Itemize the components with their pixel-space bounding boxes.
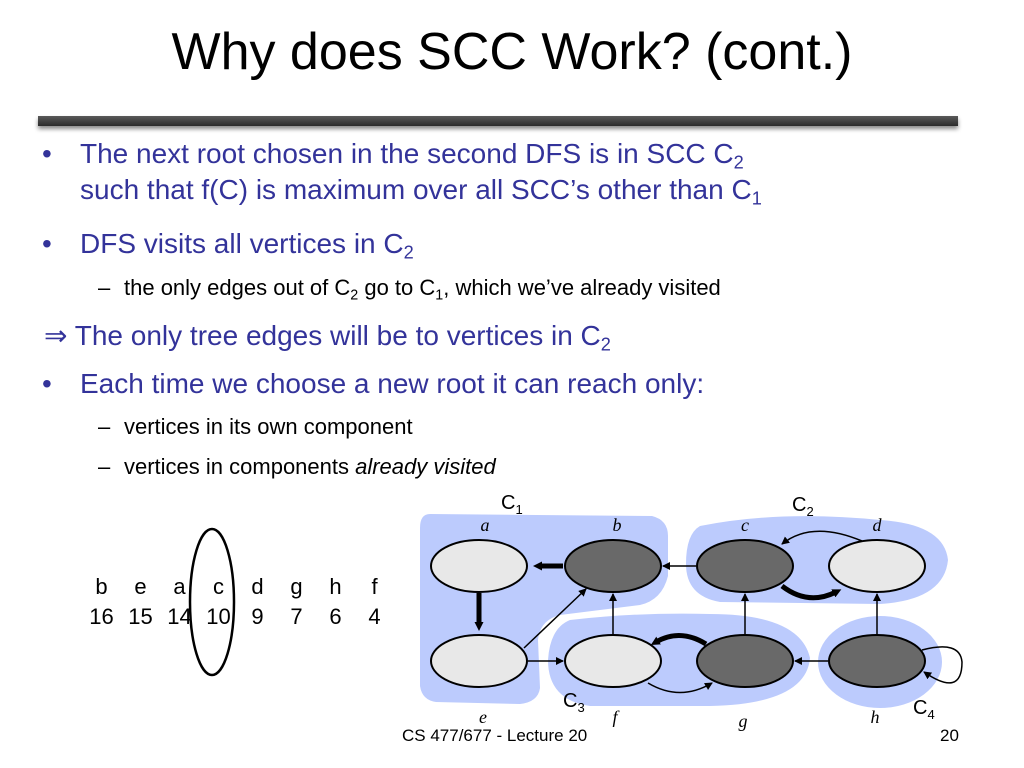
vertex-f xyxy=(564,634,662,688)
sub-bullet-3: – vertices in components already visited xyxy=(98,453,496,481)
sub-bullet-1-text-c: , which we’ve already visited xyxy=(443,275,721,300)
subscript: 4 xyxy=(927,707,934,722)
sub-bullet-3-text: vertices in components xyxy=(124,454,356,479)
subscript: 1 xyxy=(751,188,762,209)
subscript: 3 xyxy=(577,700,584,715)
sub-bullet-1-text-b: go to C xyxy=(358,275,436,300)
table-cell: 6 xyxy=(329,604,342,629)
bullet-2-text: DFS visits all vertices in C xyxy=(80,228,404,259)
vertex-g xyxy=(696,634,794,688)
component-label-c1: C1 xyxy=(501,492,523,517)
sub-bullet-1-text-a: the only edges out of C xyxy=(124,275,351,300)
bullet-dash: – xyxy=(98,414,111,439)
self-loop-h xyxy=(921,646,963,684)
finish-order-numbers-row: 16 15 14 10 9 7 6 4 xyxy=(82,602,394,632)
table-cell: f xyxy=(371,574,378,599)
finish-order-letters-row: b e a c d g h f xyxy=(82,572,394,602)
footer-course-label: CS 477/677 - Lecture 20 xyxy=(402,726,588,745)
vertex-label-h: h xyxy=(871,707,880,727)
edge-d-c xyxy=(781,530,863,545)
table-cell: a xyxy=(173,574,186,599)
table-cell: d xyxy=(251,574,264,599)
component-label-c3: C3 xyxy=(563,690,585,715)
bullet-1: • The next root chosen in the second DFS… xyxy=(42,136,762,208)
bullet-1-text-a: The next root chosen in the second DFS i… xyxy=(80,138,734,169)
table-cell: e xyxy=(134,574,147,599)
label-text: C xyxy=(913,697,927,719)
bullet-dot: • xyxy=(42,368,52,399)
table-cell: 14 xyxy=(167,604,192,629)
vertex-label-b: b xyxy=(613,515,622,535)
edge-f-g xyxy=(647,682,713,694)
tree-edge-c-d xyxy=(780,583,842,601)
vertex-a xyxy=(430,539,528,593)
vertex-c xyxy=(696,539,794,593)
bullet-4-text: Each time we choose a new root it can re… xyxy=(80,368,705,399)
sub-bullet-1: – the only edges out of C2 go to C1, whi… xyxy=(98,274,721,304)
vertex-label-d: d xyxy=(873,515,883,535)
finish-time-table: b e a c d g h f 16 15 14 10 9 7 6 4 xyxy=(82,572,394,632)
bullet-1-line-2: such that f(C) is maximum over all SCC’s… xyxy=(80,172,762,208)
bullet-dash: – xyxy=(98,275,111,300)
vertex-b xyxy=(564,539,662,593)
slide-title: Why does SCC Work? (cont.) xyxy=(171,23,853,81)
component-label-c4: C4 xyxy=(913,697,935,722)
label-text: C xyxy=(563,690,577,712)
subscript: 1 xyxy=(435,287,444,304)
label-text: C xyxy=(792,494,806,516)
subscript: 1 xyxy=(515,502,522,517)
table-cell: g xyxy=(290,574,303,599)
bullet-3: ⇒ The only tree edges will be to vertice… xyxy=(44,318,611,354)
component-label-c2: C2 xyxy=(792,494,814,519)
page-number: 20 xyxy=(940,726,959,745)
vertex-label-c: c xyxy=(741,515,749,535)
table-cell: 4 xyxy=(368,604,381,629)
table-cell: b xyxy=(95,574,108,599)
highlight-ring xyxy=(188,527,236,677)
table-cell: c xyxy=(213,574,224,599)
table-cell: h xyxy=(329,574,342,599)
title-divider xyxy=(38,116,958,126)
bullet-4: • Each time we choose a new root it can … xyxy=(42,366,705,402)
vertex-h xyxy=(828,634,926,688)
subscript: 2 xyxy=(350,287,359,304)
table-cell: 9 xyxy=(251,604,264,629)
bullet-dot: • xyxy=(42,138,52,169)
subscript: 2 xyxy=(733,152,744,173)
table-cell: 7 xyxy=(290,604,303,629)
bullet-dot: • xyxy=(42,228,52,259)
bullet-2: • DFS visits all vertices in C2 xyxy=(42,226,414,263)
vertex-label-f: f xyxy=(612,707,620,727)
table-cell: 15 xyxy=(128,604,153,629)
tree-edge-g-f xyxy=(650,633,708,647)
vertex-label-g: g xyxy=(739,711,748,731)
sub-bullet-3-italic: already visited xyxy=(355,454,496,479)
table-cell: 10 xyxy=(206,604,231,629)
bullet-1-text-b: such that f(C) is maximum over all SCC’s… xyxy=(80,174,752,205)
vertex-d xyxy=(828,539,926,593)
sub-bullet-2: – vertices in its own component xyxy=(98,413,413,441)
subscript: 2 xyxy=(806,504,813,519)
bullet-1-line-1: The next root chosen in the second DFS i… xyxy=(80,136,762,172)
subscript: 2 xyxy=(600,334,611,355)
label-text: C xyxy=(501,492,515,514)
sub-bullet-2-text: vertices in its own component xyxy=(124,414,413,439)
implies-arrow: ⇒ xyxy=(44,320,68,351)
vertex-label-a: a xyxy=(481,515,490,535)
table-cell: 16 xyxy=(89,604,114,629)
bullet-dash: – xyxy=(98,454,111,479)
bullet-3-text: The only tree edges will be to vertices … xyxy=(74,320,601,351)
vertex-e xyxy=(430,634,528,688)
edge-e-b xyxy=(523,588,587,649)
subscript: 2 xyxy=(403,242,414,263)
vertex-label-e: e xyxy=(479,707,487,727)
